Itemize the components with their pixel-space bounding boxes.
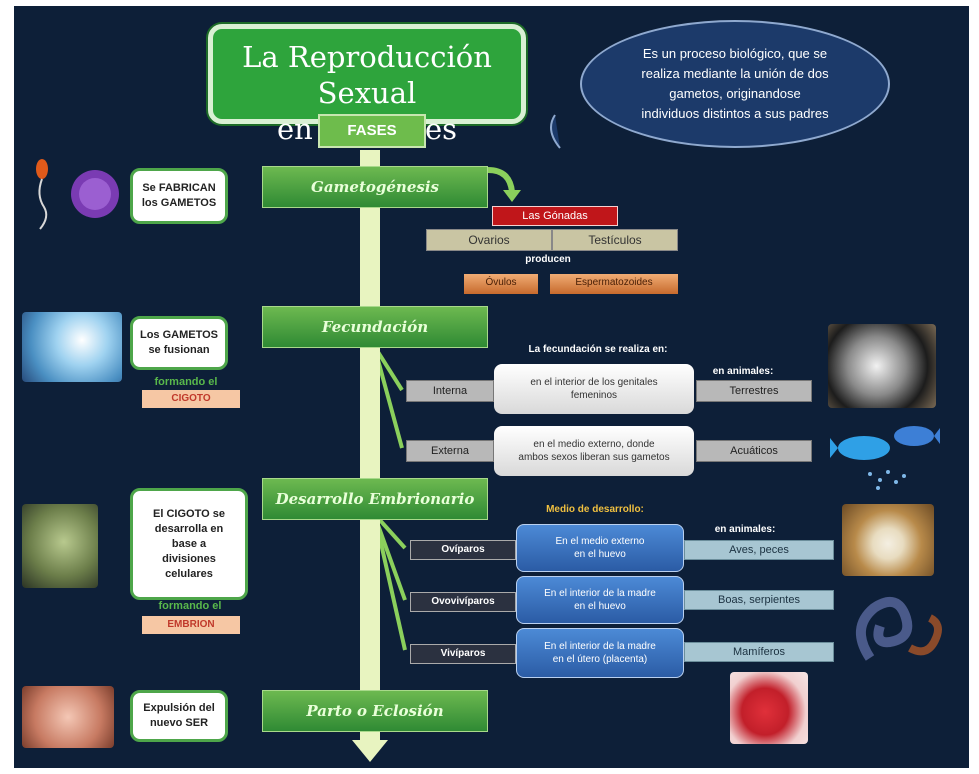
oviparos-connector (376, 516, 407, 550)
ovarios-label: Ovarios (426, 229, 552, 251)
gonadas-label: Las Gónadas (492, 206, 618, 226)
interna-description: en el interior de los genitales femeninos (494, 364, 694, 414)
gonadas-arrowhead (503, 190, 521, 202)
phase-fecundacion: Fecundación (262, 306, 488, 348)
cigoto-box-line-5: celulares (165, 567, 213, 580)
phase-desarrollo-embrionario: Desarrollo Embrionario (262, 478, 488, 520)
cigoto-box-line-1: El CIGOTO se (153, 507, 225, 520)
oviparos-desc-line-2: en el huevo (574, 549, 626, 560)
title-line-1: La Reproducción Sexual (242, 40, 492, 110)
boas-serpientes-label: Boas, serpientes (684, 590, 834, 610)
snake-image (856, 596, 942, 661)
desarrollo-header: Medio de desarrollo: (546, 504, 644, 515)
fecundacion-header: La fecundación se realiza en: (528, 344, 668, 355)
terrestres-label: Terrestres (696, 380, 812, 402)
viviparos-connector (376, 529, 407, 651)
mamiferos-label: Mamíferos (684, 642, 834, 662)
bubble-tail (550, 114, 561, 149)
ovoviviparos-desc-line-1: En el interior de la madre (544, 588, 656, 599)
ovoviviparos-label: Ovovivíparos (410, 592, 516, 612)
gametos-box: Se FABRICAN los GAMETOS (130, 168, 228, 224)
externa-desc-line-1: en el medio externo, donde (533, 439, 655, 450)
sperm-image (36, 159, 48, 230)
aves-peces-label: Aves, peces (684, 540, 834, 560)
placenta-image (730, 672, 808, 744)
fusion-line-2: se fusionan (148, 344, 210, 356)
embrion-label: EMBRION (142, 616, 240, 634)
interna-label: Interna (406, 380, 494, 402)
cigoto-label: CIGOTO (142, 390, 240, 408)
embryo-image (22, 504, 98, 588)
nest-eggs-image (842, 504, 934, 576)
viviparos-label: Vivíparos (410, 644, 516, 664)
expulsion-box: Expulsión del nuevo SER (130, 690, 228, 742)
penguins-image (828, 324, 936, 408)
fases-label: FASES (318, 114, 426, 148)
cigoto-box-line-4: divisiones (162, 552, 216, 565)
map-title: La Reproducción Sexual en Animales (208, 24, 526, 146)
producen-label: producen (525, 254, 571, 265)
viviparos-desc-line-2: en el útero (placenta) (552, 654, 648, 665)
gametos-line-2: los GAMETOS (141, 197, 217, 209)
definition-line-4: individuos distintos a sus padres (641, 106, 829, 121)
en-animales-label-1: en animales: (712, 366, 774, 377)
viviparos-description: En el interior de la madre en el útero (p… (516, 628, 684, 678)
externa-description: en el medio externo, donde ambos sexos li… (494, 426, 694, 476)
spine-arrowhead (352, 740, 388, 762)
oviparos-description: En el medio externo en el huevo (516, 524, 684, 572)
gonadas-arrow (487, 167, 515, 193)
fusion-box: Los GAMETOS se fusionan (130, 316, 228, 370)
expulsion-line-1: Expulsión del (143, 702, 215, 714)
phase-parto-eclosion: Parto o Eclosión (262, 690, 488, 732)
fusion-line-1: Los GAMETOS (139, 329, 219, 341)
formando-label-2: formando el (158, 600, 222, 612)
definition-line-1: Es un proceso biológico, que se (642, 46, 828, 61)
cigoto-box-line-3: base a (171, 537, 207, 550)
espermatozoides-label: Espermatozoides (550, 274, 678, 294)
viviparos-desc-line-1: En el interior de la madre (544, 641, 656, 652)
oviparos-label: Ovíparos (410, 540, 516, 560)
externa-label: Externa (406, 440, 494, 462)
interna-connector (376, 350, 404, 392)
formando-label-1: formando el (154, 376, 218, 388)
ovoviviparos-connector (376, 524, 407, 601)
fertilization-image (22, 312, 122, 382)
ovum-image (71, 170, 119, 218)
oviparos-desc-line-1: En el medio externo (555, 536, 645, 547)
gametos-line-1: Se FABRICAN (142, 182, 216, 194)
interna-desc-line-1: en el interior de los genitales (530, 377, 658, 388)
expulsion-line-2: nuevo SER (149, 717, 209, 729)
fish-image (830, 426, 940, 490)
cigoto-box-line-2: desarrolla en (154, 522, 224, 535)
externa-connector (376, 359, 404, 449)
interna-desc-line-2: femeninos (570, 390, 618, 401)
ovoviviparos-desc-line-2: en el huevo (574, 601, 626, 612)
ovoviviparos-description: En el interior de la madre en el huevo (516, 576, 684, 624)
phases-spine (360, 150, 380, 740)
definition-line-3: gametos, originandose (669, 86, 801, 101)
newborn-image (22, 686, 114, 748)
ovulos-label: Óvulos (464, 274, 538, 294)
cigoto-box: El CIGOTO se desarrolla en base a divisi… (130, 488, 248, 600)
testiculos-label: Testículos (552, 229, 678, 251)
definition-bubble: Es un proceso biológico, que se realiza … (580, 20, 890, 148)
externa-desc-line-2: ambos sexos liberan sus gametos (518, 452, 670, 463)
en-animales-label-2: en animales: (714, 524, 776, 535)
definition-line-2: realiza mediante la unión de dos (641, 66, 829, 81)
phase-gametogenesis: Gametogénesis (262, 166, 488, 208)
acuaticos-label: Acuáticos (696, 440, 812, 462)
